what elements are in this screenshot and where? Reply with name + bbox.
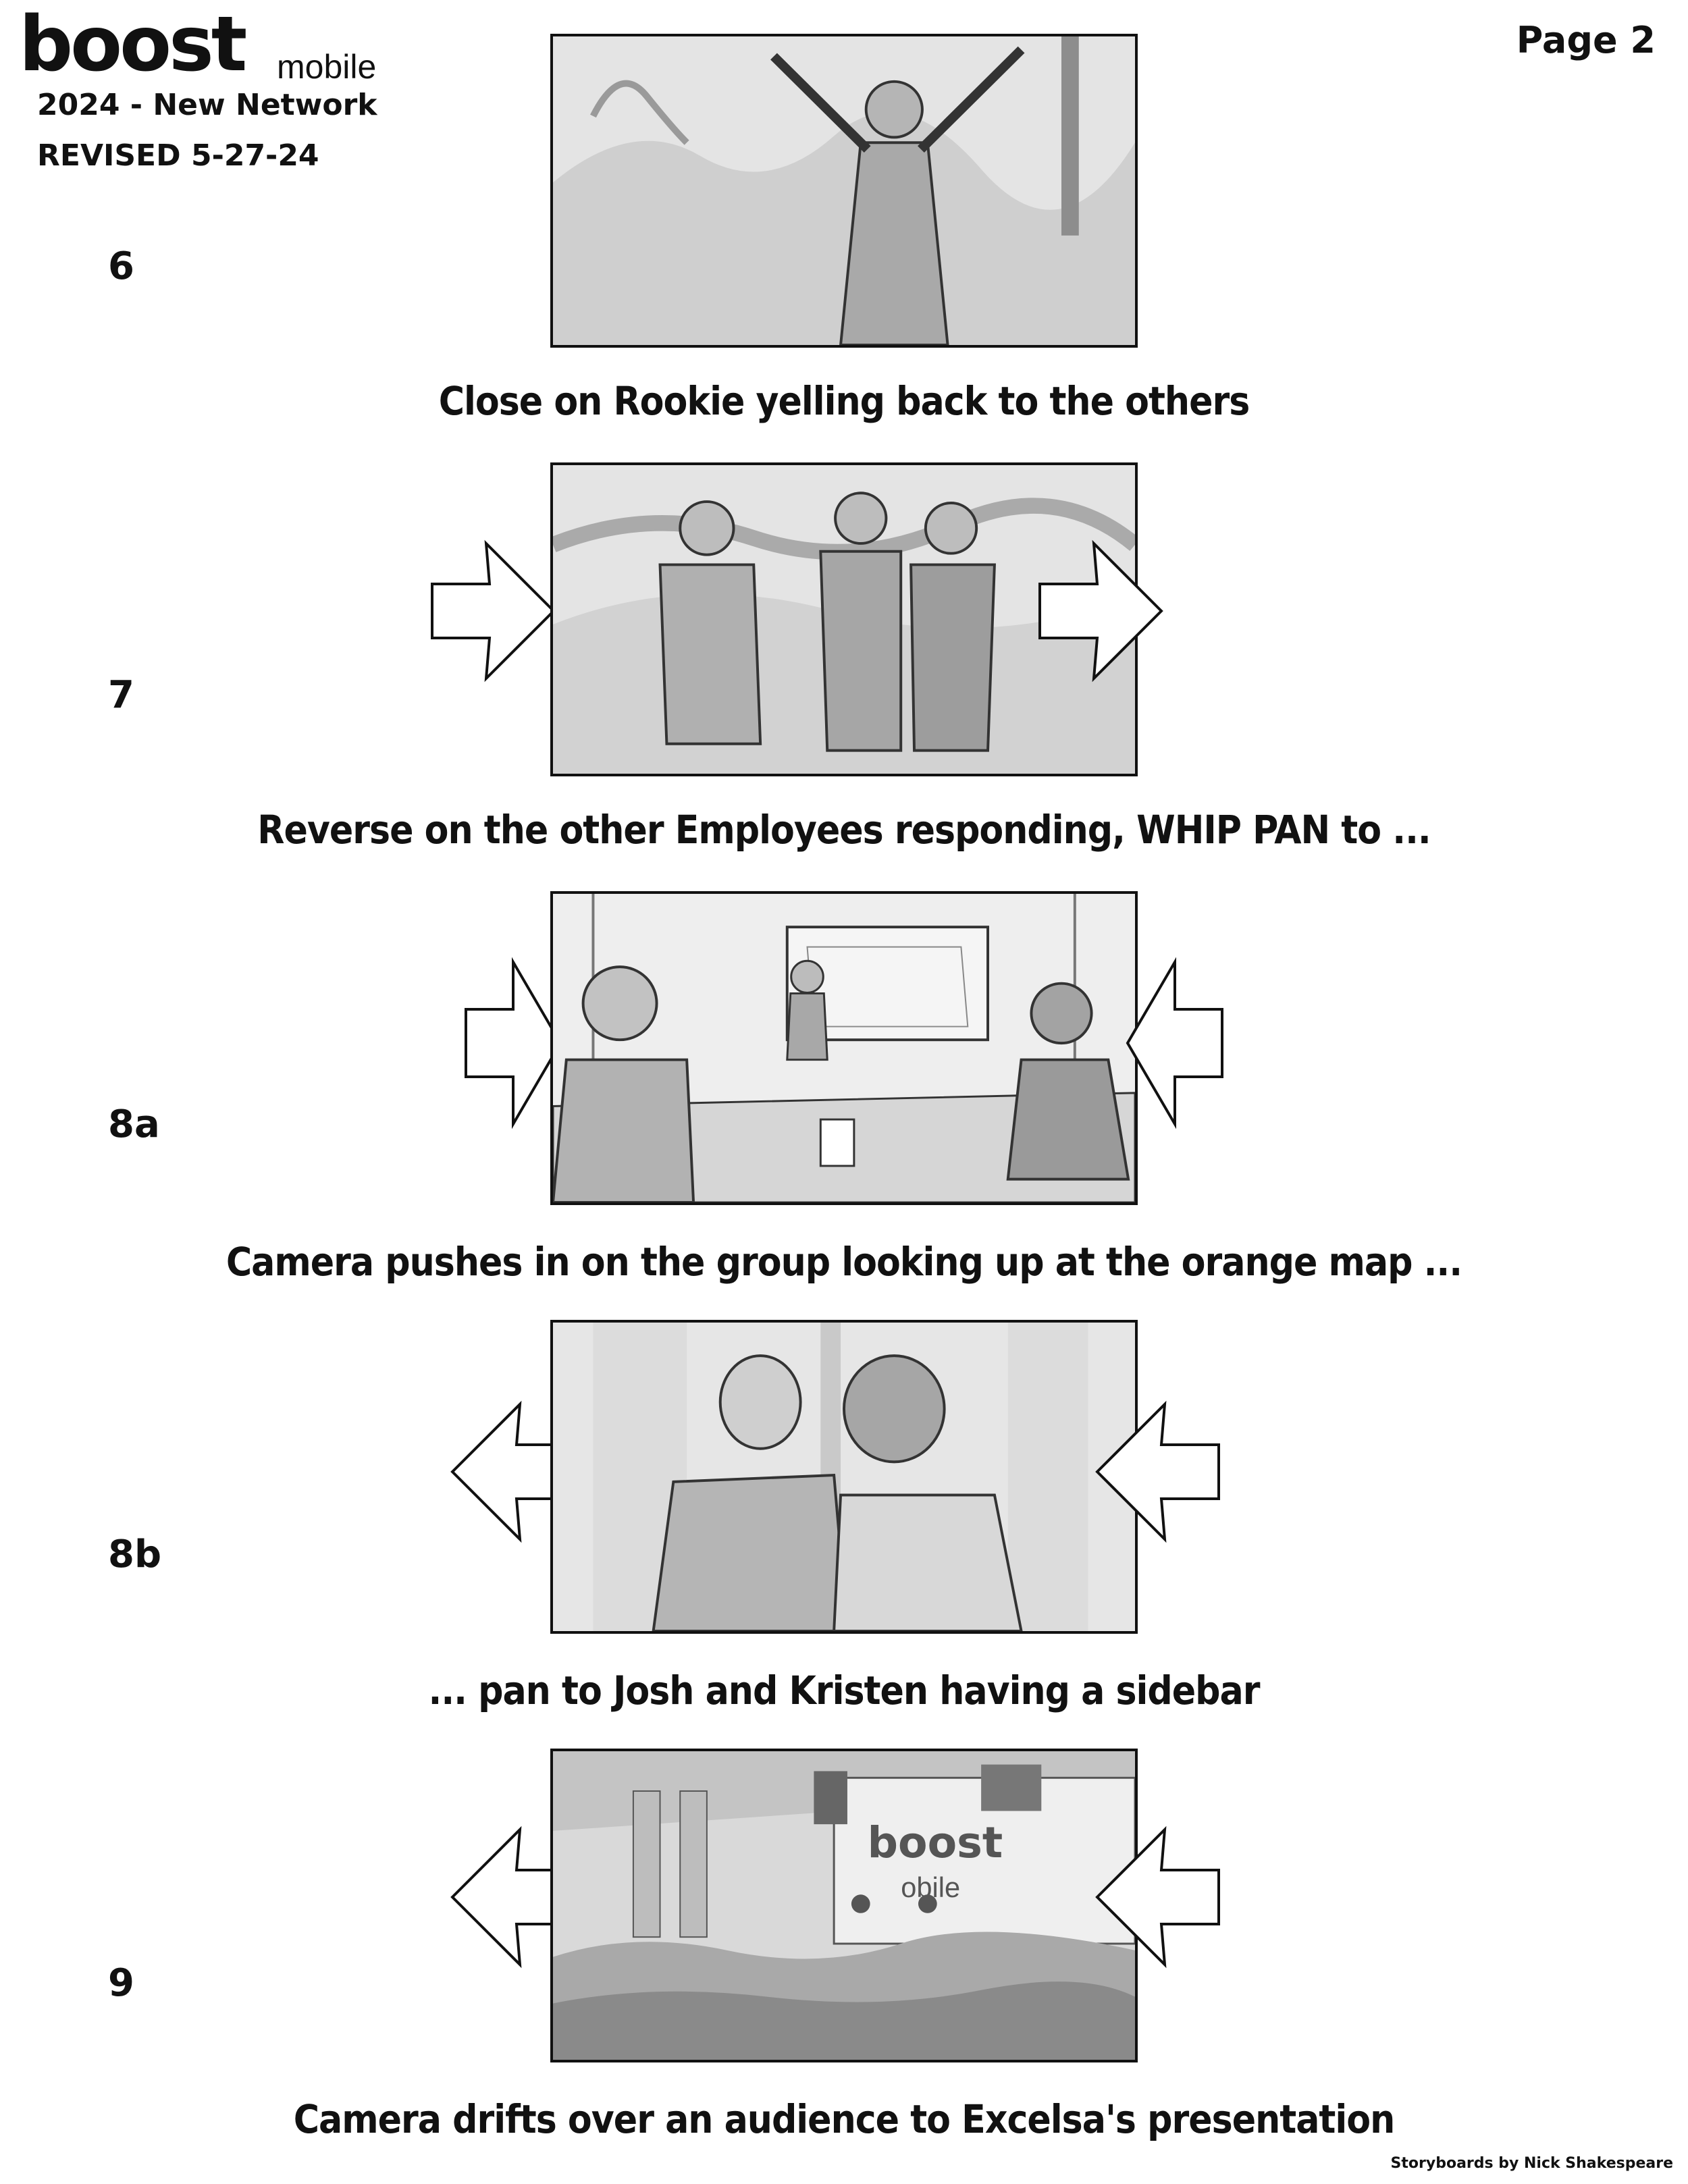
logo-word: boost <box>19 1 247 88</box>
arrow-left-icon <box>1121 942 1229 1144</box>
arrow-left-icon <box>1090 1370 1225 1573</box>
arrow-left-icon <box>1090 1796 1225 1998</box>
project-title: 2024 - New Network <box>37 88 377 122</box>
panel-9-sketch: boost obile <box>550 1749 1138 2062</box>
panel-number-6: 6 <box>108 244 134 288</box>
caption-9: Camera drifts over an audience to Excels… <box>293 2096 1396 2142</box>
caption-8b: ... pan to Josh and Kristen having a sid… <box>428 1668 1261 1713</box>
panel-number-8a: 8a <box>108 1102 160 1146</box>
panel-8a-sketch <box>550 891 1138 1205</box>
caption-6: Close on Rookie yelling back to the othe… <box>438 378 1250 424</box>
page-number: Page 2 <box>1516 19 1656 61</box>
panel-8b-sketch <box>550 1320 1138 1634</box>
panel-number-8b: 8b <box>108 1533 162 1576</box>
caption-8a: Camera pushes in on the group looking up… <box>226 1239 1462 1285</box>
arrow-right-icon <box>459 942 567 1144</box>
arrow-right-icon <box>425 510 560 712</box>
revised-date: REVISED 5-27-24 <box>37 138 319 173</box>
caption-7: Reverse on the other Employees respondin… <box>257 807 1431 853</box>
panel-number-9: 9 <box>108 1961 134 2005</box>
stage-logo-word: boost <box>868 1817 1003 1867</box>
logo-sub: mobile <box>277 48 377 86</box>
boost-mobile-logo: boost mobile <box>19 7 384 86</box>
arrow-right-icon <box>1033 510 1168 712</box>
panel-6-sketch <box>550 34 1138 348</box>
panel-number-7: 7 <box>108 673 134 717</box>
storyboard-credit: Storyboards by Nick Shakespeare <box>1390 2155 1673 2172</box>
